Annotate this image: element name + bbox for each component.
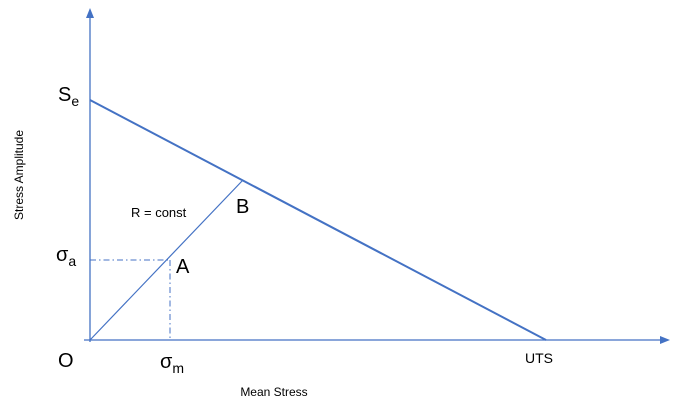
- origin-label: O: [58, 350, 74, 372]
- x-axis-arrowhead: [660, 336, 670, 344]
- sigma-m-label: σm: [160, 351, 184, 376]
- endurance-limit-subscript: e: [71, 93, 79, 109]
- endurance-limit-symbol: S: [58, 84, 71, 106]
- uts-label: UTS: [525, 350, 553, 366]
- endurance-limit-label: Se: [58, 84, 79, 109]
- sigma-a-label: σa: [56, 244, 76, 269]
- sigma-a-symbol: σ: [56, 244, 69, 266]
- y-axis-label: Stress Amplitude: [12, 130, 26, 220]
- point-b-label: B: [236, 196, 249, 218]
- goodman-line: [89, 99, 547, 341]
- sigma-m-subscript: m: [172, 360, 184, 376]
- sigma-m-symbol: σ: [160, 351, 173, 373]
- point-a-label: A: [176, 256, 190, 278]
- r-const-label: R = const: [131, 205, 187, 220]
- x-axis-label: Mean Stress: [240, 385, 307, 399]
- y-axis-arrowhead: [86, 8, 94, 18]
- sigma-a-subscript: a: [68, 253, 76, 269]
